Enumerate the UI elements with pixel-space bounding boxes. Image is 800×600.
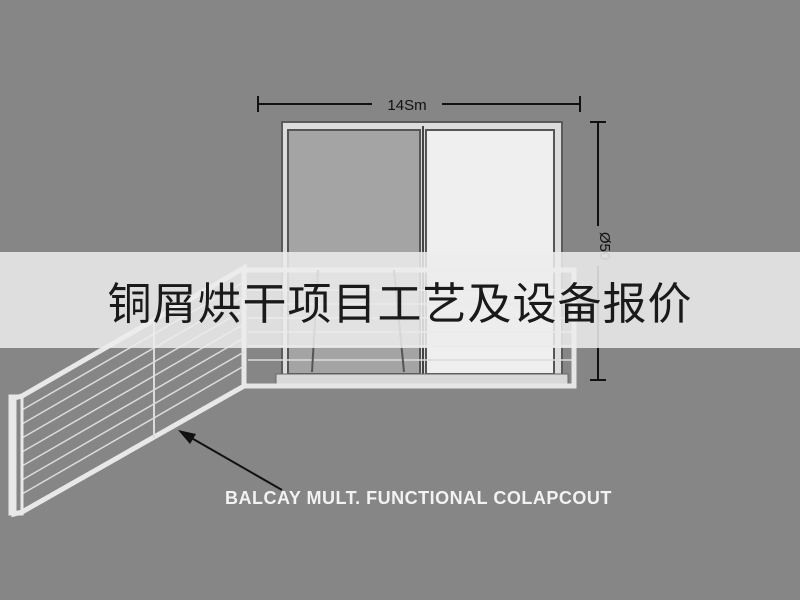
title-banner: 铜屑烘干项目工艺及设备报价 [0, 252, 800, 348]
pointer-arrow [178, 430, 283, 491]
width-dimension: 14Sm [257, 94, 581, 114]
banner-title: 铜屑烘干项目工艺及设备报价 [107, 279, 693, 330]
width-dimension-label: 14Sm [387, 97, 426, 114]
drawing-caption: BALCAY MULT. FUNCTIONAL COLAPCOUT [225, 488, 612, 508]
